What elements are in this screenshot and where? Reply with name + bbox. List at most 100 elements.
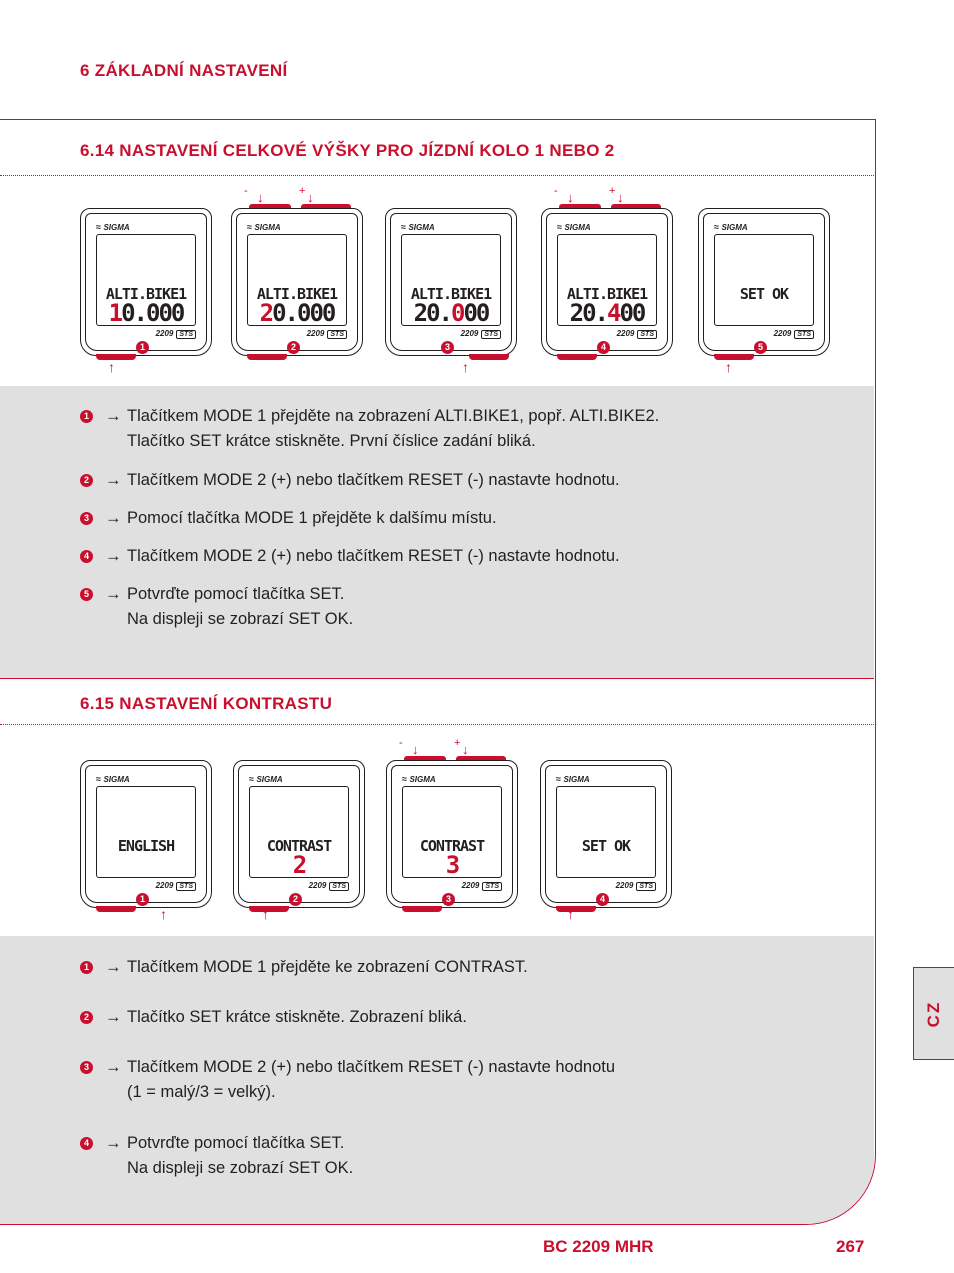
lcd-value: 20.000: [248, 299, 346, 327]
instructions-panel-altitude: [0, 386, 874, 678]
instruction-line: Tlačítkem MODE 2 (+) nebo tlačítkem RESE…: [127, 547, 620, 565]
arrow-down-icon: ↓: [257, 190, 264, 205]
lcd-label: SET OK: [739, 285, 789, 303]
lcd-value-blinking-digit: 3: [445, 851, 461, 879]
step-number-badge: 4: [596, 893, 609, 906]
arrow-down-icon: ↓: [307, 190, 314, 205]
reset-button[interactable]: [404, 756, 446, 761]
step-number-badge: 3: [441, 341, 454, 354]
instruction-text: Tlačítko SET krátce stiskněte. První čís…: [80, 429, 659, 454]
device-body: [540, 760, 672, 908]
set-button[interactable]: [557, 354, 597, 360]
step-number-badge: 1: [136, 893, 149, 906]
instruction-line: Na displeji se zobrazí SET OK.: [127, 1159, 354, 1177]
lcd-screen: SET OK: [714, 234, 814, 326]
brand-label: SIGMA: [103, 775, 130, 784]
instruction-text: Na displeji se zobrazí SET OK.: [80, 607, 353, 632]
model-number: 2209: [306, 329, 325, 338]
instruction-step: 3→Tlačítkem MODE 2 (+) nebo tlačítkem RE…: [80, 1055, 615, 1105]
mode2-button[interactable]: [301, 204, 351, 209]
arrow-down-icon: ↓: [412, 742, 419, 757]
mode2-button[interactable]: [611, 204, 661, 209]
arrow-up-icon: ↑: [462, 359, 469, 375]
device-body: [386, 760, 518, 908]
step-number-badge: 4: [80, 1137, 93, 1150]
instruction-text: →Tlačítkem MODE 2 (+) nebo tlačítkem RES…: [80, 468, 620, 493]
instruction-step: 2→Tlačítko SET krátce stiskněte. Zobraze…: [80, 1005, 467, 1030]
arrow-up-icon: ↑: [567, 906, 574, 922]
sigma-logo-icon: ≈: [556, 774, 564, 784]
arrow-right-icon: →: [105, 407, 122, 425]
set-button[interactable]: [714, 354, 754, 360]
step-number-badge: 4: [80, 550, 93, 563]
lcd-label: CONTRAST: [419, 837, 485, 855]
content-frame: 6.14 NASTAVENÍ CELKOVÉ VÝŠKY PRO JÍZDNÍ …: [0, 119, 876, 1225]
step-number-badge: 2: [289, 893, 302, 906]
mode1-button[interactable]: [469, 354, 509, 360]
sigma-logo: ≈ SIGMA: [714, 222, 748, 232]
set-button[interactable]: [96, 906, 136, 912]
reset-button[interactable]: [559, 204, 601, 209]
plus-label: +: [299, 185, 306, 197]
lcd-label: ALTI.BIKE1: [256, 285, 338, 303]
plus-label: +: [609, 185, 616, 197]
set-button[interactable]: [556, 906, 596, 912]
set-button[interactable]: [249, 906, 289, 912]
sigma-logo-icon: ≈: [247, 222, 255, 232]
instruction-text: →Potvrďte pomocí tlačítka SET.: [80, 582, 353, 607]
step-number-badge: 1: [136, 341, 149, 354]
instruction-line: Tlačítkem MODE 2 (+) nebo tlačítkem RESE…: [127, 471, 620, 489]
arrow-right-icon: →: [105, 509, 122, 527]
brand-label: SIGMA: [563, 775, 590, 784]
arrow-right-icon: →: [105, 585, 122, 603]
instruction-line: Tlačítko SET krátce stiskněte. První čís…: [127, 432, 536, 450]
lcd-value-digits: 00: [463, 299, 490, 327]
instruction-line: Tlačítkem MODE 2 (+) nebo tlačítkem RESE…: [127, 1058, 616, 1076]
lcd-value-blinking-digit: 4: [607, 299, 622, 327]
plus-label: +: [454, 737, 461, 749]
lcd-value: 10.000: [97, 299, 195, 327]
lcd-value-blinking-digit: 0: [451, 299, 466, 327]
mode2-button[interactable]: [456, 756, 506, 761]
set-button[interactable]: [96, 354, 136, 360]
divider: [0, 724, 874, 725]
step-number-badge: 2: [287, 341, 300, 354]
model-number: 2209: [460, 329, 479, 338]
arrow-up-icon: ↑: [262, 906, 269, 922]
lcd-value-digits: 20.: [569, 299, 609, 327]
set-button[interactable]: [402, 906, 442, 912]
sigma-logo: ≈ SIGMA: [247, 222, 281, 232]
step-number-badge: 1: [80, 410, 93, 423]
sts-badge: STS: [481, 330, 501, 339]
lcd-value-digits: 0.000: [272, 299, 336, 327]
sigma-logo: ≈ SIGMA: [556, 774, 590, 784]
model-number: 2209: [155, 329, 174, 338]
sigma-logo: ≈ SIGMA: [96, 222, 130, 232]
lcd-value-digits: 00: [619, 299, 646, 327]
section-separator: [0, 678, 874, 679]
arrow-up-icon: ↑: [108, 359, 115, 375]
sts-badge: STS: [329, 882, 349, 891]
sigma-logo-icon: ≈: [714, 222, 722, 232]
lcd-value-blinking-digit: 2: [259, 299, 275, 327]
step-number-badge: 3: [80, 1061, 93, 1074]
lcd-value-digits: 20.: [413, 299, 453, 327]
sigma-logo-icon: ≈: [557, 222, 565, 232]
set-button[interactable]: [247, 354, 287, 360]
sts-badge: STS: [327, 330, 347, 339]
model-number: 2209: [773, 329, 792, 338]
instruction-text: →Pomocí tlačítka MODE 1 přejděte k další…: [80, 506, 497, 531]
lcd-label: ALTI.BIKE1: [566, 285, 648, 303]
reset-button[interactable]: [249, 204, 291, 209]
sigma-logo-icon: ≈: [402, 774, 410, 784]
step-number-badge: 2: [80, 1011, 93, 1024]
instruction-line: Tlačítko SET krátce stiskněte. Zobrazení…: [127, 1008, 467, 1026]
brand-label: SIGMA: [721, 223, 748, 232]
sigma-logo-icon: ≈: [96, 222, 104, 232]
